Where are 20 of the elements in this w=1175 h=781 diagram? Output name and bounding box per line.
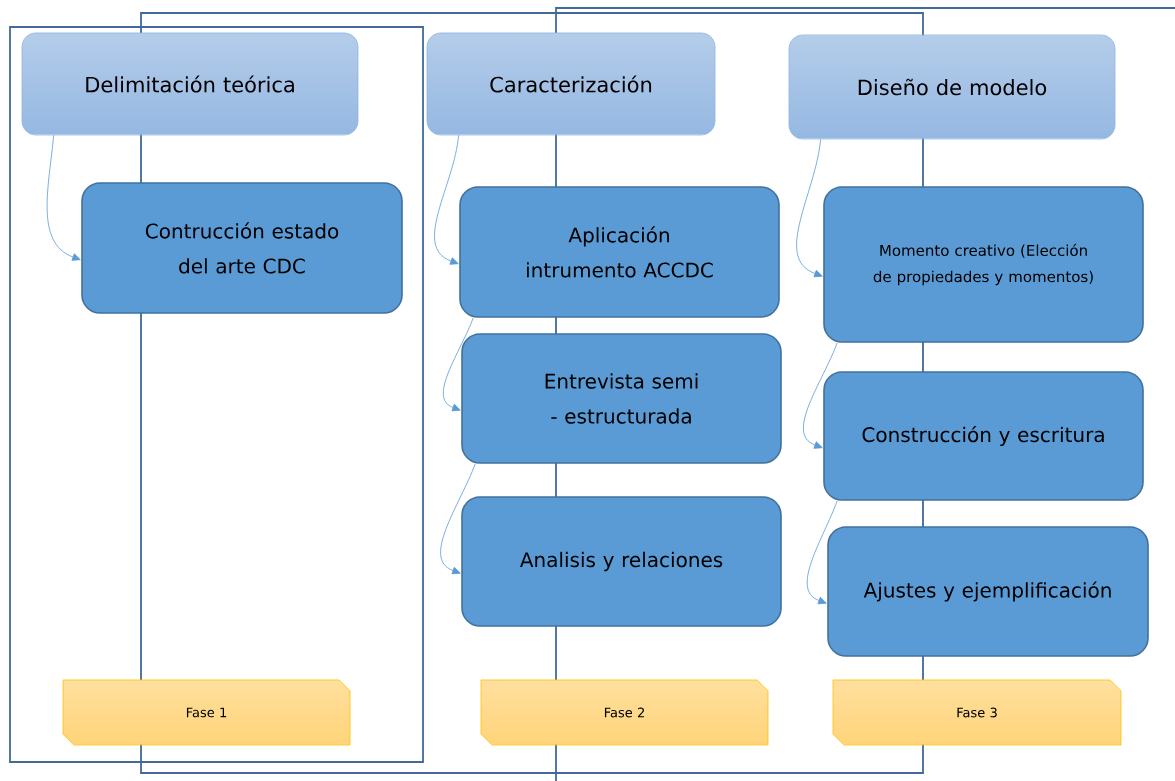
- process-box: Momento creativo (Elección de propiedades y momentos): [823, 186, 1144, 343]
- arrow: [803, 342, 838, 449]
- arrow: [434, 135, 459, 265]
- arrow: [46, 135, 81, 261]
- arrow: [796, 139, 823, 278]
- arrow: [442, 317, 474, 412]
- phase-tag: Fase 3: [832, 679, 1122, 746]
- arrow: [806, 500, 838, 605]
- header-box: Diseño de modelo: [788, 34, 1116, 140]
- process-box: Ajustes y ejemplificación: [827, 526, 1149, 657]
- process-box: Entrevista semi - estructurada: [461, 333, 782, 464]
- process-box: Analisis y relaciones: [461, 496, 782, 627]
- header-box: Delimitación teórica: [21, 32, 359, 136]
- process-box: Aplicación intrumento ACCDC: [459, 186, 780, 318]
- phase-tag: Fase 2: [480, 679, 769, 746]
- arrow: [440, 463, 476, 575]
- process-box: Contrucción estado del arte CDC: [81, 182, 403, 314]
- header-box: Caracterización: [426, 32, 716, 136]
- process-box: Construcción y escritura: [823, 371, 1144, 501]
- phase-tag: Fase 1: [62, 679, 351, 746]
